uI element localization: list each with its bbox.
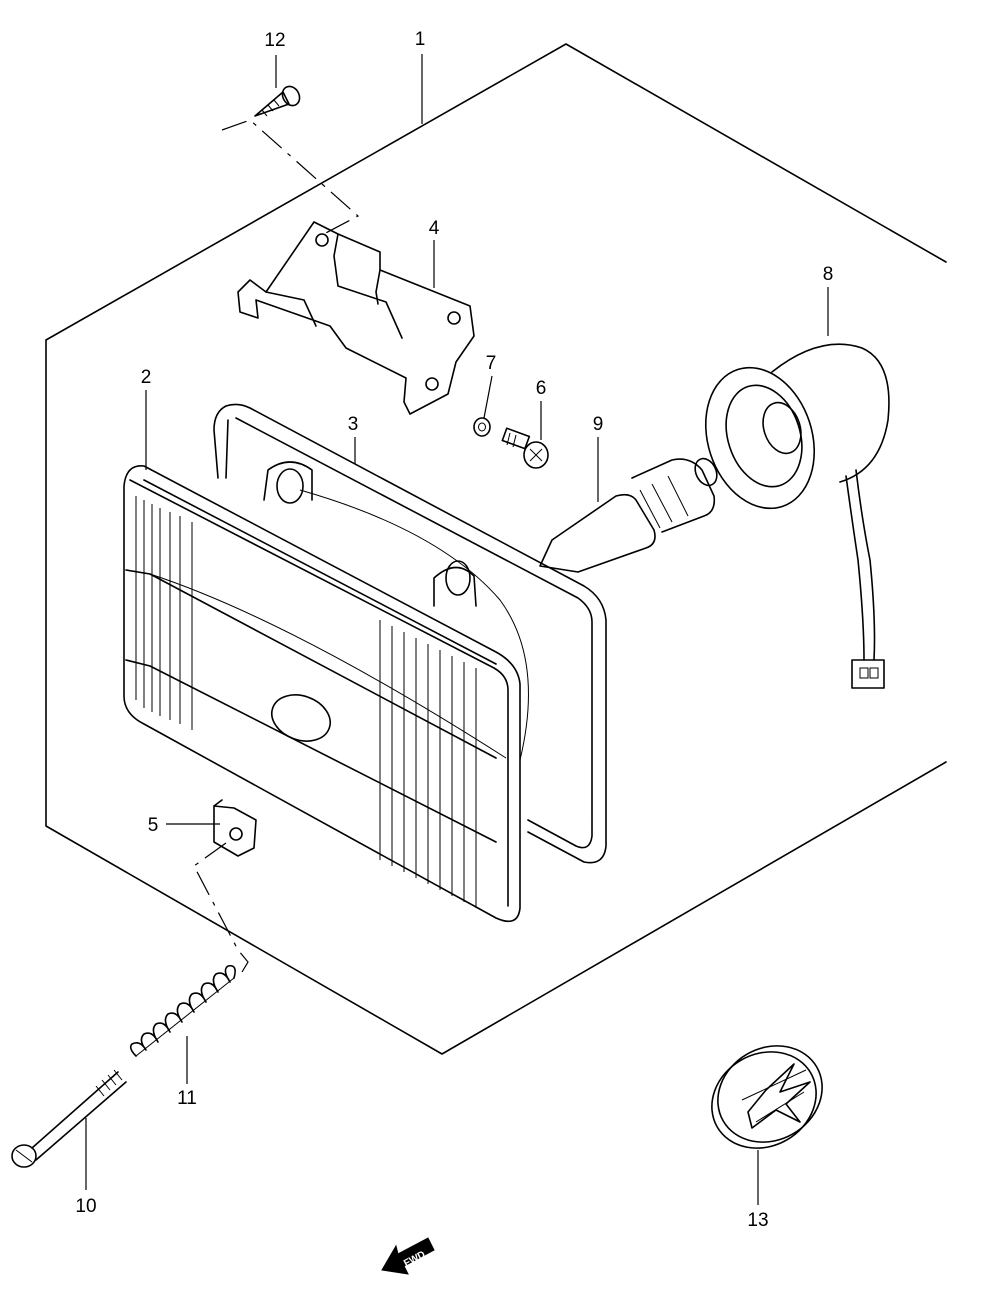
socket-8[interactable] <box>688 343 890 689</box>
screw-12[interactable] <box>254 83 303 117</box>
spring-11[interactable] <box>129 964 236 1057</box>
washer-7[interactable] <box>473 417 491 437</box>
leader-lines <box>85 54 829 1205</box>
headlight-2[interactable] <box>123 465 521 923</box>
label-6[interactable]: 6 <box>536 378 547 399</box>
label-9[interactable]: 9 <box>593 414 604 435</box>
label-13[interactable]: 13 <box>747 1210 768 1231</box>
bracket-4[interactable] <box>237 221 475 415</box>
assembly-dash-lines <box>193 119 360 973</box>
label-7[interactable]: 7 <box>486 353 497 374</box>
label-8[interactable]: 8 <box>823 264 834 285</box>
emblem-13[interactable] <box>694 1027 840 1167</box>
part-labels: 1 2 3 4 5 6 7 8 9 10 11 12 13 <box>75 29 833 1231</box>
assembly-outline <box>45 43 947 1055</box>
label-11[interactable]: 11 <box>177 1088 197 1109</box>
fwd-arrow: FWD <box>381 1237 435 1275</box>
lens-ribs <box>135 496 477 908</box>
label-12[interactable]: 12 <box>264 30 285 51</box>
label-1[interactable]: 1 <box>415 29 426 50</box>
screw-10[interactable] <box>11 1069 127 1168</box>
screw-6[interactable] <box>501 427 549 469</box>
rim-3[interactable] <box>213 403 607 864</box>
clip-5[interactable] <box>213 799 257 857</box>
label-4[interactable]: 4 <box>429 218 440 239</box>
label-3[interactable]: 3 <box>348 414 359 435</box>
label-5[interactable]: 5 <box>148 815 159 836</box>
bulb-9[interactable] <box>539 455 721 573</box>
label-10[interactable]: 10 <box>75 1196 96 1217</box>
label-2[interactable]: 2 <box>141 367 152 388</box>
